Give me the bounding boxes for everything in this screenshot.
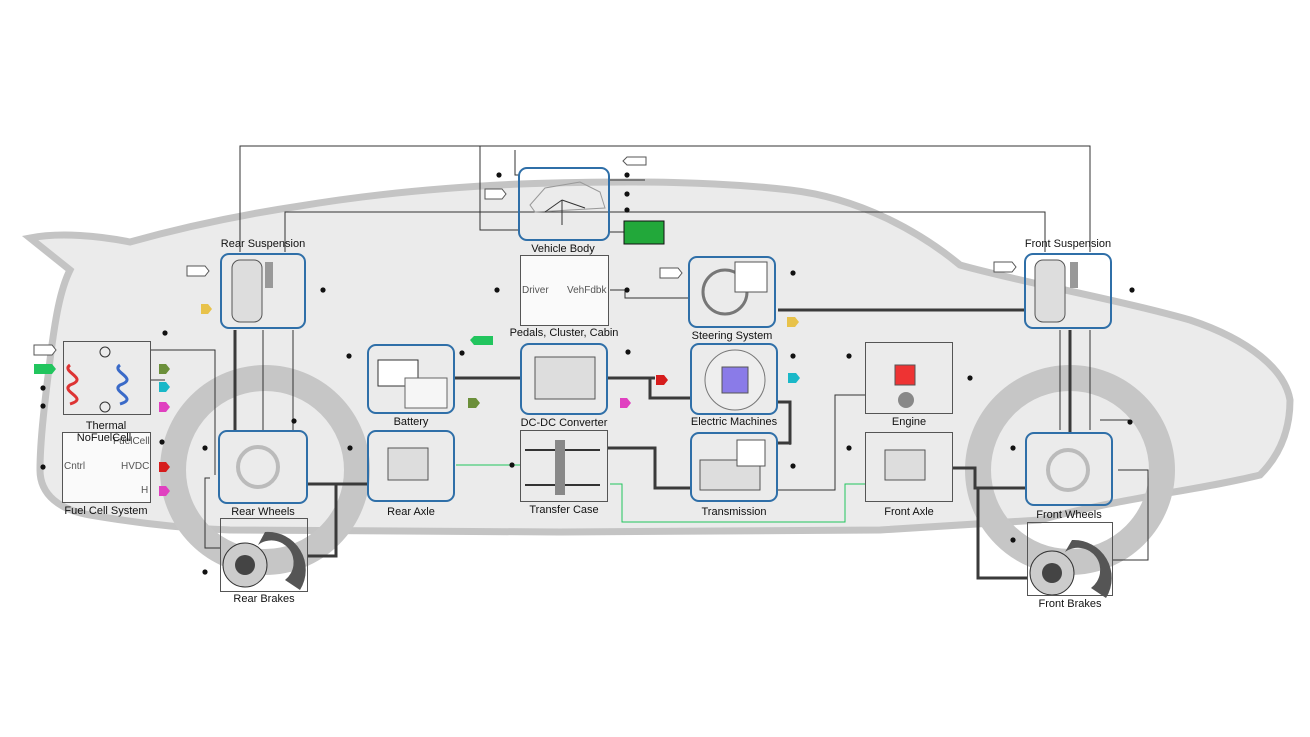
hvdc-port-label: HVDC [121, 461, 150, 472]
driver-port-label: Driver [522, 285, 549, 296]
electric-machines-label: Electric Machines [690, 416, 778, 428]
rear-axle-block[interactable] [367, 430, 455, 502]
steering-system-block[interactable] [688, 256, 776, 328]
rear-axle-label: Rear Axle [387, 506, 435, 518]
thermal-variant-label: NoFuelCell [76, 432, 132, 444]
green-lines [456, 464, 866, 523]
engine-label: Engine [891, 416, 927, 428]
rear-suspension-block[interactable] [220, 253, 306, 329]
dcdc-label: DC-DC Converter [520, 417, 608, 429]
front-suspension-label: Front Suspension [1024, 238, 1112, 250]
transmission-label: Transmission [701, 506, 767, 518]
block-icons [66, 181, 1112, 598]
dcdc-converter-block[interactable] [520, 343, 608, 415]
mechanical-shafts [233, 308, 1072, 580]
battery-block[interactable] [367, 344, 455, 414]
fuel-cell-system-block[interactable] [62, 432, 151, 503]
vehfdbk-port-label: VehFdbk [567, 285, 607, 296]
transmission-block[interactable] [690, 432, 778, 502]
front-suspension-block[interactable] [1024, 253, 1112, 329]
rear-wheels-block[interactable] [218, 430, 308, 504]
front-axle-block[interactable] [865, 432, 953, 502]
electric-machines-block[interactable] [690, 343, 778, 415]
transfer-case-block[interactable] [520, 430, 608, 502]
fuelcell-port-label: FuelCell [113, 436, 150, 447]
port-tags [33, 156, 1017, 356]
vehicle-body-block[interactable] [518, 167, 610, 241]
front-brakes-label: Front Brakes [1038, 598, 1102, 610]
vehicle-body-label: Vehicle Body [531, 243, 595, 255]
cntrl-port-label: Cntrl [64, 461, 86, 472]
port-dots [40, 172, 1135, 575]
pedals-cluster-cabin-block[interactable] [520, 255, 609, 326]
thermal-block[interactable] [63, 341, 151, 415]
transfer-case-label: Transfer Case [529, 504, 599, 516]
front-axle-label: Front Axle [884, 506, 934, 518]
thermal-label: Thermal [85, 420, 127, 432]
rear-brakes-block[interactable] [220, 518, 308, 592]
front-wheels-block[interactable] [1025, 432, 1113, 506]
rear-suspension-label: Rear Suspension [220, 238, 306, 250]
h-port-label: H [141, 485, 149, 496]
colored-ports [34, 220, 800, 496]
battery-label: Battery [393, 416, 429, 428]
engine-block[interactable] [865, 342, 953, 414]
rear-wheels-label: Rear Wheels [231, 506, 295, 518]
front-wheels-label: Front Wheels [1036, 509, 1102, 521]
steering-label: Steering System [691, 330, 773, 342]
fuel-cell-label: Fuel Cell System [64, 505, 148, 517]
pedals-label: Pedals, Cluster, Cabin [509, 327, 619, 339]
front-brakes-block[interactable] [1027, 522, 1113, 596]
rear-brakes-label: Rear Brakes [233, 593, 295, 605]
